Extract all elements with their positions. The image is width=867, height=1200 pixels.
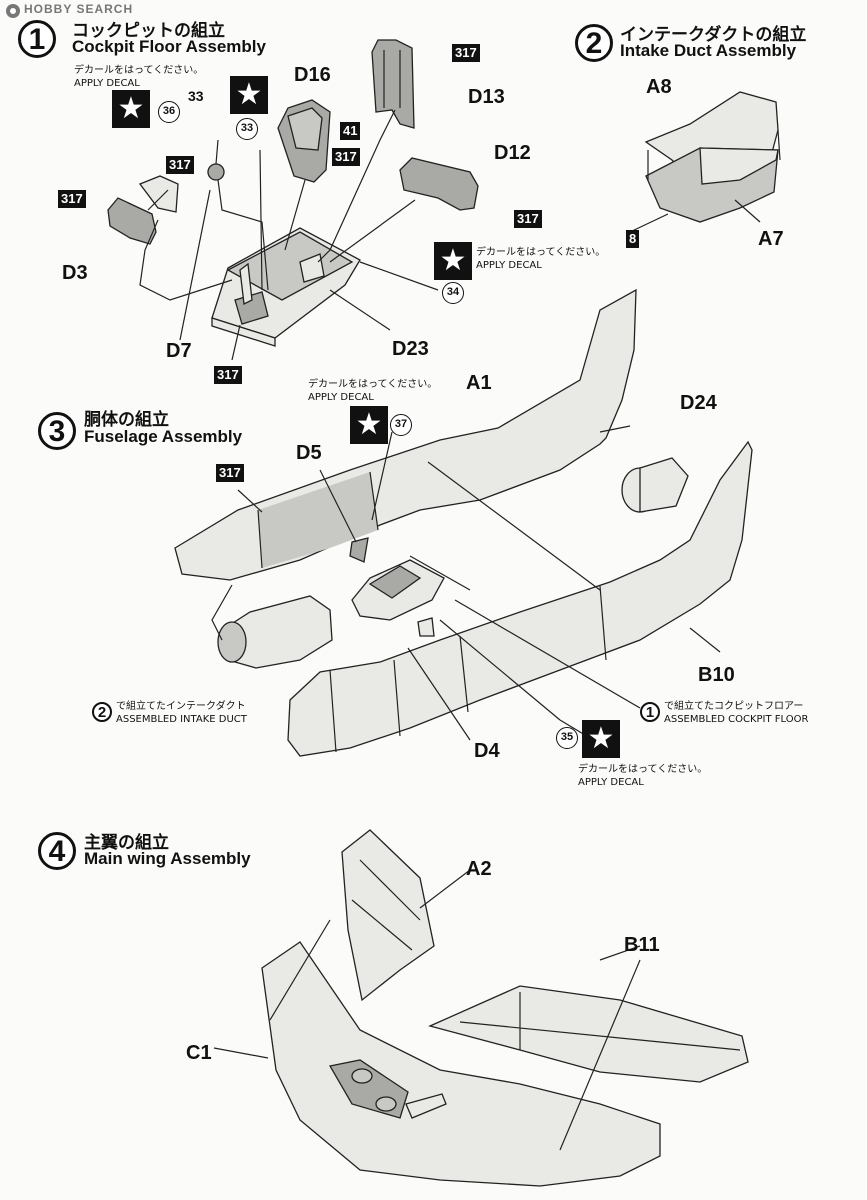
part-label: B11: [624, 934, 660, 956]
step-2-title-en: Intake Duct Assembly: [620, 41, 797, 60]
step-4-title-jp: 主翼の組立: [84, 833, 169, 853]
decal-note-2: デカールをはってください。APPLY DECAL: [476, 247, 606, 271]
part-label: D12: [494, 142, 531, 164]
step-2-title-jp: インテークダクトの組立: [620, 25, 807, 45]
intake-drawing: [629, 91, 781, 233]
step-3-number: 3: [38, 412, 76, 450]
cockpit-drawing: [107, 39, 479, 361]
paint-code: 317: [332, 148, 360, 166]
paint-code: 317: [166, 156, 194, 174]
part-label: C1: [186, 1042, 212, 1064]
fuselage-drawing: [174, 288, 753, 757]
step-1-title-jp: コックピットの組立: [72, 21, 225, 41]
logo-icon: [6, 4, 20, 18]
watermark: HOBBY SEARCH: [24, 2, 134, 16]
part-label: A8: [646, 76, 672, 98]
decal-number: 33: [188, 88, 204, 104]
part-label: D23: [392, 338, 429, 360]
part-label: A2: [466, 858, 492, 880]
part-label: D24: [680, 392, 717, 414]
star-decal-icon: ★: [434, 242, 472, 280]
decal-number: 35: [556, 727, 578, 749]
star-decal-icon: ★: [582, 720, 620, 758]
paint-code: 317: [216, 464, 244, 482]
step-2-number: 2: [575, 24, 613, 62]
decal-number: 34: [442, 282, 464, 304]
paint-code: 317: [214, 366, 242, 384]
decal-note-4: デカールをはってください。APPLY DECAL: [578, 764, 708, 788]
part-label: D3: [62, 262, 88, 284]
decal-number: 37: [390, 414, 412, 436]
paint-code: 317: [452, 44, 480, 62]
step-3-title-jp: 胴体の組立: [84, 410, 169, 430]
part-label: D7: [166, 340, 192, 362]
star-decal-icon: ★: [112, 90, 150, 128]
part-label: A7: [758, 228, 784, 250]
paint-code: 8: [626, 230, 640, 248]
step-4-number: 4: [38, 832, 76, 870]
part-label: D16: [294, 64, 331, 86]
decal-number: 36: [158, 101, 180, 123]
decal-note-1: デカールをはってください。APPLY DECAL: [74, 65, 204, 89]
decal-number: 33: [236, 118, 258, 140]
wing-drawing: [213, 829, 749, 1187]
part-label: A1: [466, 372, 492, 394]
step-1-number: 1: [18, 20, 56, 58]
star-decal-icon: ★: [350, 406, 388, 444]
step-1-title-en: Cockpit Floor Assembly: [72, 37, 266, 56]
subassembly-intake-number: 2: [92, 702, 112, 722]
paint-code: 317: [514, 210, 542, 228]
part-label: D4: [474, 740, 500, 762]
part-label: B10: [698, 664, 735, 686]
part-label: D5: [296, 442, 322, 464]
step-4-title-en: Main wing Assembly: [84, 849, 251, 868]
step-3-title-en: Fuselage Assembly: [84, 427, 243, 446]
subassembly-cockpit-number: 1: [640, 702, 660, 722]
decal-note-3: デカールをはってください。APPLY DECAL: [308, 379, 438, 403]
paint-code: 317: [58, 190, 86, 208]
part-label: D13: [468, 86, 505, 108]
star-decal-icon: ★: [230, 76, 268, 114]
paint-code: 41: [340, 122, 361, 140]
